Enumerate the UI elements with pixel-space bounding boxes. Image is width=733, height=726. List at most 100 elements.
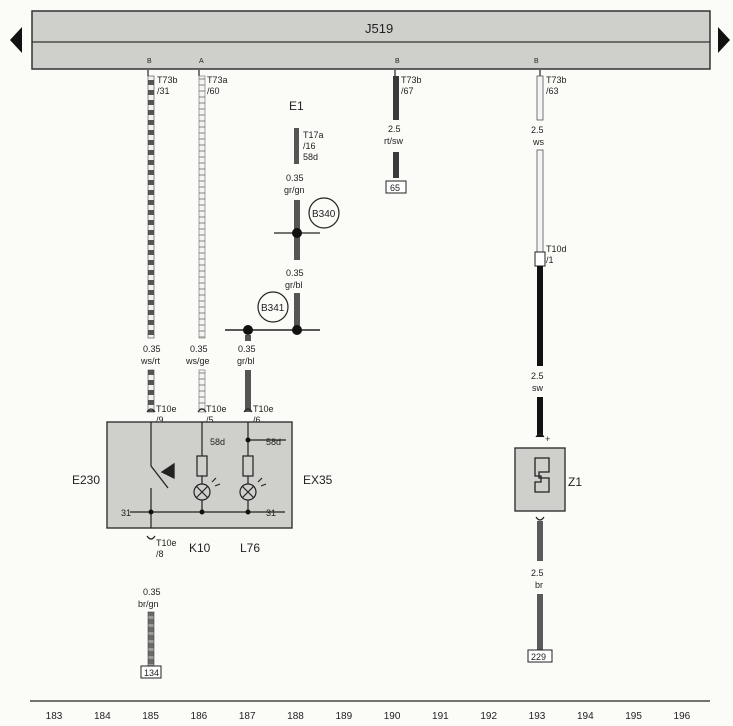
wire-193-br-upper: [537, 521, 543, 561]
column-number: 196: [674, 711, 691, 722]
term-58d-b: 58d: [266, 437, 281, 447]
wire-186-gauge: 0.35: [190, 344, 208, 354]
wire-185-bottom-conn: T10e: [156, 404, 177, 414]
wire-190-pin: /67: [401, 86, 414, 96]
wire-186-bottom-conn: T10e: [206, 404, 227, 414]
wire-190-ref-box: [385, 180, 407, 194]
j519-bar: [31, 10, 711, 70]
e1-pin: /16: [303, 141, 316, 151]
column-number: 190: [384, 711, 401, 722]
z1-wire-color: sw: [532, 383, 544, 393]
z1-ref-box: [527, 649, 553, 663]
pin-letter: B: [534, 58, 539, 65]
wire-186-pin: /60: [207, 86, 220, 96]
pin-letter: B: [147, 58, 152, 65]
wire-193-upper: [536, 75, 544, 121]
wire-193-pin: /63: [546, 86, 559, 96]
l76-lamp-icon: [239, 477, 267, 501]
splice-b340-ring: [308, 197, 340, 229]
z1-heater-coil-icon: [534, 457, 550, 493]
wire-186-bottom-pin: /5: [206, 415, 214, 425]
z1-connector-icon: [534, 251, 546, 267]
wire-187-color: gr/bl: [237, 356, 255, 366]
splice-b341-ring: [257, 291, 289, 323]
e1-wire1-gauge: 0.35: [286, 173, 304, 183]
wire-186-conn: T73a: [207, 75, 228, 85]
wire-193-color: ws: [532, 137, 544, 147]
z1-pin: /1: [546, 255, 554, 265]
e1-wire-top: [294, 128, 299, 164]
wire-187-gauge: 0.35: [238, 344, 256, 354]
wire-193-sw-lower: [537, 397, 543, 437]
wire-190-color: rt/sw: [384, 136, 403, 146]
column-number: 189: [335, 711, 352, 722]
column-number: 184: [94, 711, 111, 722]
z1-out-color: br: [535, 580, 543, 590]
e1-wire2: [294, 293, 300, 331]
ground-conn: T10e: [156, 538, 177, 548]
wire-185-color: ws/rt: [140, 356, 160, 366]
module-left-label: E230: [72, 473, 100, 487]
z1-conn: T10d: [546, 244, 567, 254]
wire-185-upper: [147, 75, 155, 339]
e1-wire2-gauge: 0.35: [286, 268, 304, 278]
splice-node: [292, 325, 302, 335]
wire-187-pin: /6: [253, 415, 261, 425]
ground-gauge: 0.35: [143, 587, 161, 597]
wire-185-pin: /31: [157, 86, 170, 96]
wire-185-bottom-pin: /9: [156, 415, 164, 425]
e1-label: E1: [289, 99, 304, 113]
wire-193-gauge: 2.5: [531, 125, 544, 135]
wire-193-conn: T73b: [546, 75, 567, 85]
column-number: 186: [191, 711, 208, 722]
column-number: 188: [287, 711, 304, 722]
term-31-a: 31: [121, 508, 131, 518]
wire-190-ref: 65: [390, 183, 400, 193]
wire-186-lower: [198, 369, 206, 413]
l76-label: L76: [240, 541, 260, 555]
wire-190-gauge: 2.5: [388, 124, 401, 134]
column-number: 183: [46, 711, 63, 722]
wire-187-lower: [245, 370, 251, 412]
k10-lamp-icon: [193, 477, 221, 501]
l76-resistor: [242, 455, 254, 477]
z1-out-gauge: 2.5: [531, 568, 544, 578]
splice-node: [243, 325, 253, 335]
term-31-b: 31: [266, 508, 276, 518]
switch-symbol: [150, 462, 175, 489]
wire-186-upper: [198, 75, 206, 339]
ground-ref-box: [140, 665, 162, 679]
pin-letter: A: [199, 58, 204, 65]
wire-185-lower: [147, 369, 155, 413]
ground-pin: /8: [156, 549, 164, 559]
ground-ref: 134: [144, 668, 159, 678]
e1-wire2-color: gr/bl: [285, 280, 303, 290]
column-number: 187: [239, 711, 256, 722]
column-number: 195: [625, 711, 642, 722]
z1-wire-gauge: 2.5: [531, 371, 544, 381]
e1-wire1-color: gr/gn: [284, 185, 305, 195]
column-number: 194: [577, 711, 594, 722]
z1-label: Z1: [568, 475, 582, 489]
triangle-right-icon[interactable]: [718, 27, 730, 53]
e1-term: 58d: [303, 152, 318, 162]
z1-ref: 229: [531, 652, 546, 662]
k10-label: K10: [189, 541, 211, 555]
wire-185-conn: T73b: [157, 75, 178, 85]
wire-193-sw: [537, 266, 543, 366]
ground-wire: [147, 611, 155, 667]
triangle-left-icon[interactable]: [10, 27, 22, 53]
splice-node: [292, 228, 302, 238]
splice-b340-label: B340: [312, 209, 336, 220]
column-number: 192: [480, 711, 497, 722]
splice-b341-label: B341: [261, 303, 285, 314]
wire-185-gauge: 0.35: [143, 344, 161, 354]
module-right-label: EX35: [303, 473, 333, 487]
column-number: 193: [529, 711, 546, 722]
pin-letter: B: [395, 58, 400, 65]
wire-190-conn: T73b: [401, 75, 422, 85]
wire-186-color: ws/ge: [185, 356, 210, 366]
term-58d-a: 58d: [210, 437, 225, 447]
